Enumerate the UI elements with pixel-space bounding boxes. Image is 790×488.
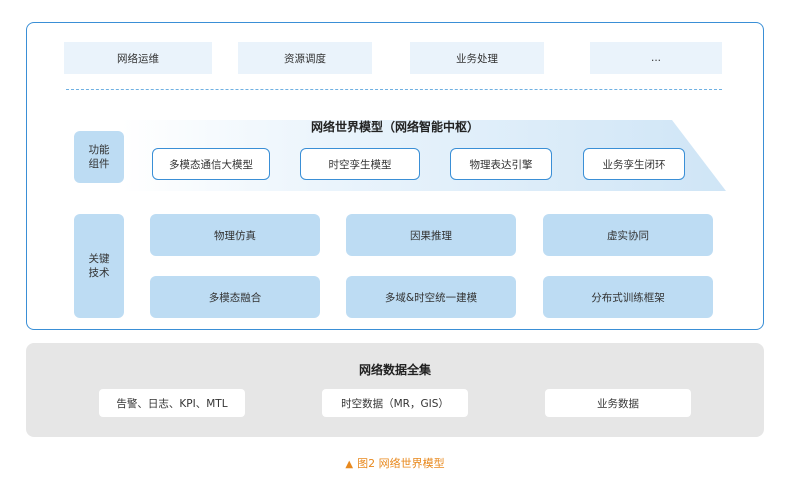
caption-text: 图2 网络世界模型 <box>357 457 445 470</box>
tech-label: 分布式训练框架 <box>591 291 665 304</box>
key-technologies-label: 关键 技术 <box>74 214 124 318</box>
component-business-twin-loop: 业务孪生闭环 <box>583 148 685 180</box>
component-multimodal-llm: 多模态通信大模型 <box>152 148 270 180</box>
application-box-resource-scheduling: 资源调度 <box>238 42 372 74</box>
tech-label: 多模态融合 <box>208 291 262 304</box>
function-components-label-line: 组件 <box>88 158 110 170</box>
tech-label: 物理仿真 <box>214 229 256 242</box>
component-physical-expression-engine: 物理表达引擎 <box>450 148 552 180</box>
tech-label: 因果推理 <box>410 229 452 242</box>
triangle-icon: ▲ <box>345 459 354 470</box>
data-box-spatiotemporal: 时空数据（MR，GIS） <box>322 389 468 417</box>
data-box-business: 业务数据 <box>545 389 691 417</box>
core-title: 网络世界模型（网络智能中枢） <box>310 120 479 134</box>
function-components-label: 功能 组件 <box>74 131 124 183</box>
application-label: 资源调度 <box>284 52 326 65</box>
data-box-alarms-logs: 告警、日志、KPI、MTL <box>99 389 245 417</box>
key-technologies-label-line: 关键 <box>88 253 110 265</box>
tech-unified-modeling: 多域&时空统一建模 <box>346 276 516 318</box>
tech-label: 多域&时空统一建模 <box>384 291 478 304</box>
tech-virtual-real-collaboration: 虚实协同 <box>543 214 713 256</box>
core-band-shape <box>122 120 726 191</box>
tech-label: 虚实协同 <box>607 229 649 242</box>
tech-multimodal-fusion: 多模态融合 <box>150 276 320 318</box>
application-label: 业务处理 <box>456 52 498 65</box>
tech-causal-reasoning: 因果推理 <box>346 214 516 256</box>
application-box-network-ops: 网络运维 <box>64 42 212 74</box>
figure-caption: ▲图2 网络世界模型 <box>0 455 790 471</box>
function-components-label-line: 功能 <box>88 144 110 156</box>
data-label: 业务数据 <box>597 397 639 410</box>
application-box-more: ... <box>590 42 722 74</box>
application-label: ... <box>650 52 661 64</box>
network-data-title: 网络数据全集 <box>358 363 431 377</box>
tech-distributed-training: 分布式训练框架 <box>543 276 713 318</box>
data-label: 时空数据（MR，GIS） <box>341 397 449 410</box>
application-box-business-processing: 业务处理 <box>410 42 544 74</box>
component-label: 时空孪生模型 <box>328 158 392 171</box>
application-label: 网络运维 <box>117 52 159 65</box>
tech-physical-simulation: 物理仿真 <box>150 214 320 256</box>
component-label: 物理表达引擎 <box>469 158 533 171</box>
dashed-divider <box>66 89 722 90</box>
data-label: 告警、日志、KPI、MTL <box>116 397 228 410</box>
component-label: 多模态通信大模型 <box>169 158 253 171</box>
key-technologies-label-line: 技术 <box>88 267 110 279</box>
component-spatiotemporal-twin: 时空孪生模型 <box>300 148 420 180</box>
component-label: 业务孪生闭环 <box>602 158 666 171</box>
